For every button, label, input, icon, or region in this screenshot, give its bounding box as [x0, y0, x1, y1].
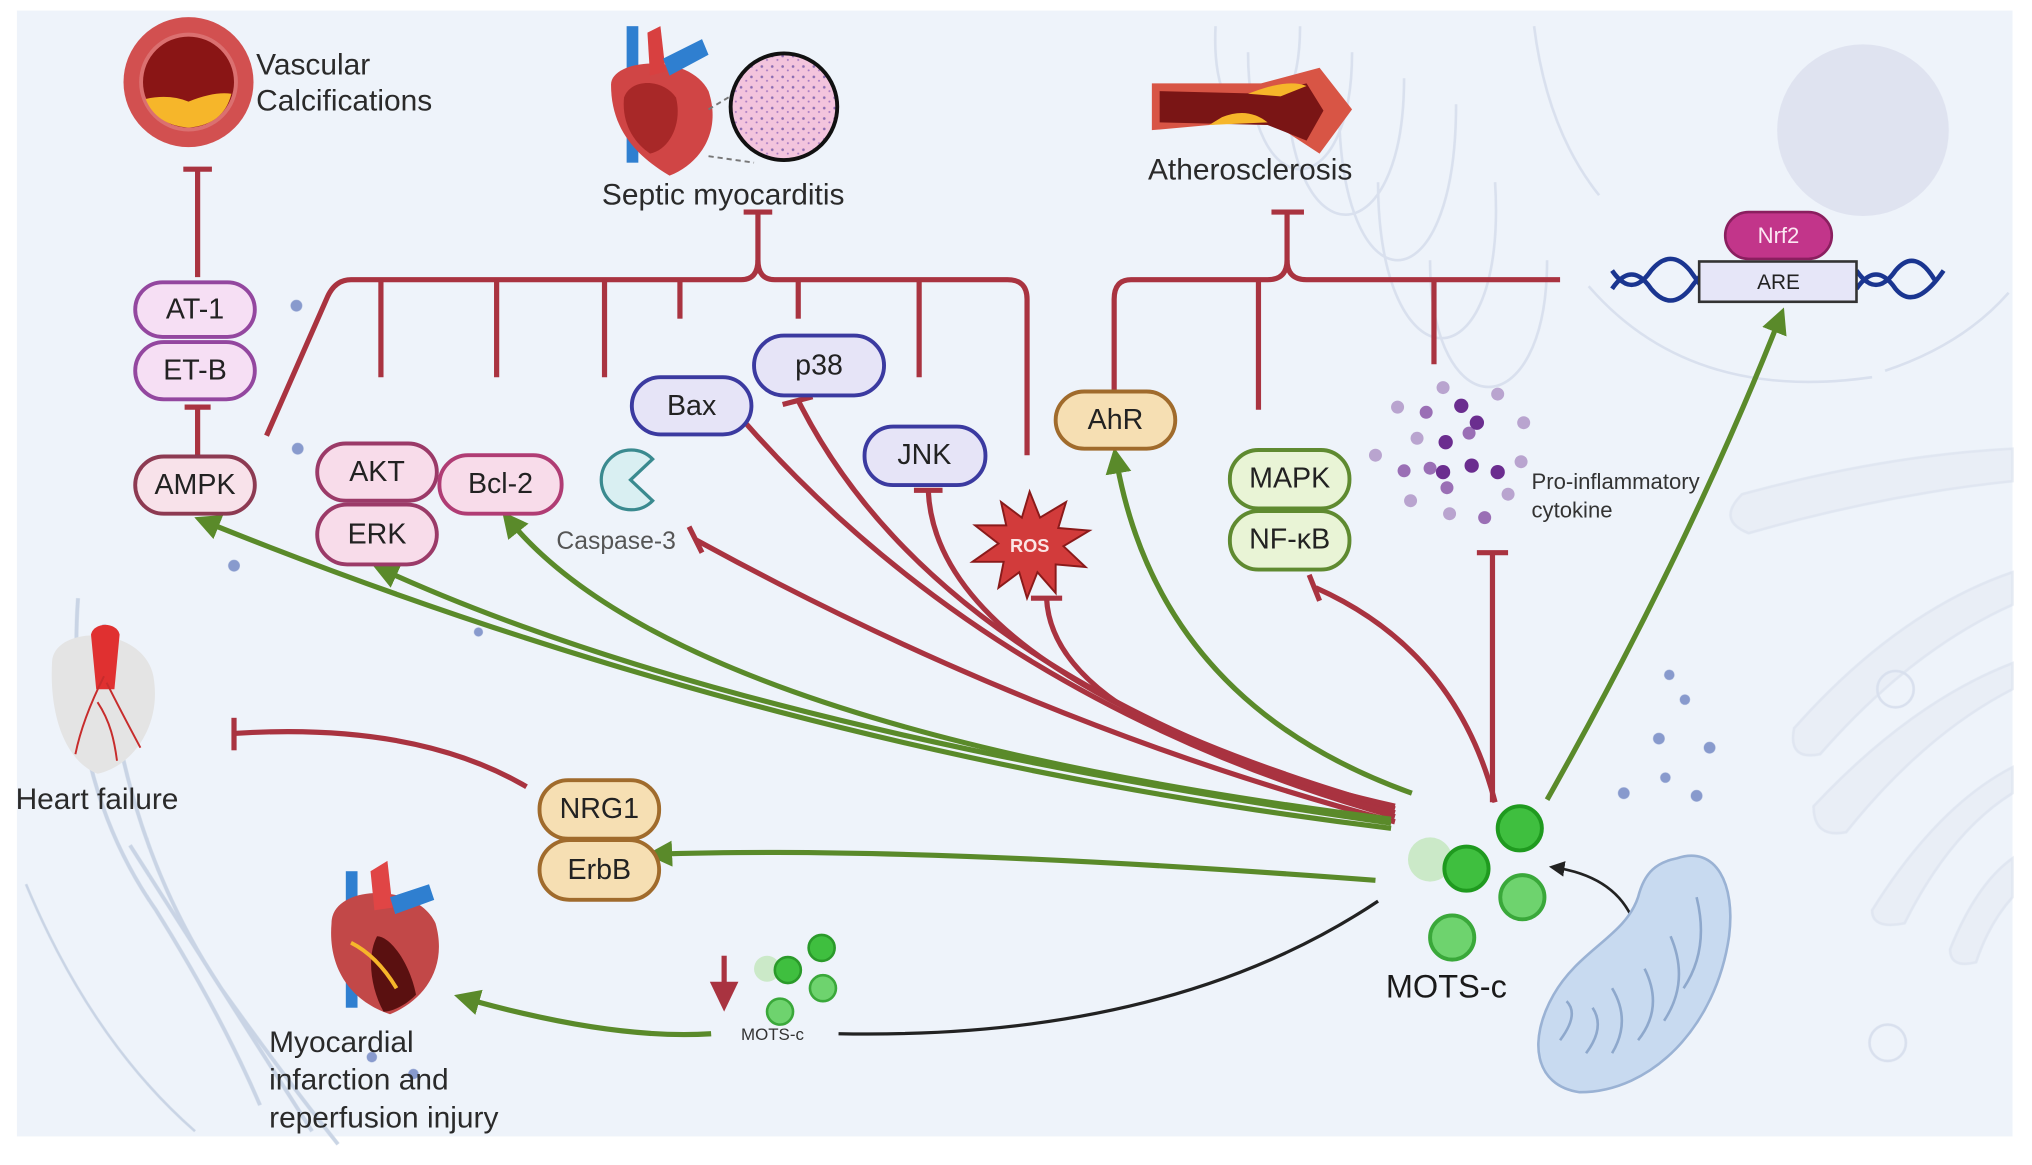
svg-text:Bcl-2: Bcl-2 — [468, 468, 533, 500]
svg-text:NF-κB: NF-κB — [1249, 524, 1330, 556]
down-arrow-head-icon — [709, 981, 739, 1012]
node-bcl2[interactable]: Bcl-2 — [437, 453, 564, 516]
node-bax[interactable]: Bax — [629, 375, 754, 437]
svg-text:AKT: AKT — [349, 456, 405, 488]
inhibition-at1-vascular — [183, 166, 212, 278]
svg-text:ROS: ROS — [1010, 536, 1049, 556]
node-at1[interactable]: AT-1 — [133, 280, 257, 339]
histology-zoom-icon — [728, 51, 840, 163]
node-nrf2[interactable]: Nrf2 — [1723, 210, 1834, 261]
mots-c-label: MOTS-c — [1386, 968, 1507, 1004]
svg-text:ErbB: ErbB — [568, 854, 632, 886]
svg-text:MOTS-c: MOTS-c — [741, 1025, 804, 1044]
atherosclerosis-vessel-icon — [1151, 67, 1353, 154]
inhibition-ampk-etb — [184, 404, 211, 456]
septic-myocarditis-label: Septic myocarditis — [602, 178, 845, 211]
svg-text:AhR: AhR — [1088, 404, 1144, 436]
mots-c-activation-arrows — [194, 307, 1787, 1038]
node-akt[interactable]: AKT — [315, 441, 439, 503]
ros-starburst-icon — [969, 488, 1093, 602]
cytokine-label: Pro-inflammatory cytokine — [1531, 469, 1705, 523]
inhibition-athero-bracket — [1111, 209, 1561, 410]
atherosclerosis-label: Atherosclerosis — [1148, 154, 1352, 187]
vascular-calcifications-label: Vascular Calcifications — [256, 48, 432, 117]
nucleus-icon — [1777, 44, 1949, 216]
svg-text:Bax: Bax — [667, 390, 716, 422]
inhibition-septic-bracket — [264, 209, 1030, 456]
svg-text:JNK: JNK — [897, 439, 951, 471]
node-p38[interactable]: p38 — [752, 333, 886, 398]
node-mapk[interactable]: MAPK — [1227, 448, 1352, 511]
cytokine-cluster-icon — [1368, 381, 1531, 525]
mi-heart-icon — [331, 860, 439, 1015]
heart-failure-icon — [51, 624, 155, 774]
heart-failure-label: Heart failure — [16, 783, 179, 816]
svg-text:ET-B: ET-B — [163, 355, 227, 387]
svg-text:AT-1: AT-1 — [166, 294, 224, 326]
svg-text:MAPK: MAPK — [1249, 463, 1330, 495]
inhibition-nrg1-heart-failure — [231, 717, 528, 789]
septic-heart-icon — [611, 26, 713, 176]
node-etb[interactable]: ET-B — [133, 340, 257, 402]
svg-text:Nrf2: Nrf2 — [1758, 223, 1800, 248]
svg-text:AMPK: AMPK — [154, 469, 235, 501]
node-caspase3[interactable]: Caspase-3 — [556, 448, 676, 555]
mots-c-link-line — [838, 899, 1379, 1036]
svg-text:p38: p38 — [795, 349, 843, 381]
node-ros[interactable]: ROS — [969, 488, 1093, 602]
mots-c-inhibition-arrows — [686, 394, 1509, 825]
mitochondrion-icon — [1537, 854, 1732, 1094]
node-erk[interactable]: ERK — [315, 502, 439, 567]
caspase3-pacman-icon — [599, 448, 655, 512]
mots-c-peptide-cluster[interactable] — [1407, 804, 1547, 962]
svg-text:Caspase-3: Caspase-3 — [556, 528, 675, 555]
node-jnk[interactable]: JNK — [862, 424, 988, 488]
node-ahr[interactable]: AhR — [1053, 389, 1178, 451]
svg-text:ERK: ERK — [348, 518, 407, 550]
node-nrg1[interactable]: NRG1 — [537, 778, 662, 841]
histology-connector — [708, 92, 755, 164]
svg-text:NRG1: NRG1 — [560, 793, 639, 825]
node-erbb[interactable]: ErbB — [537, 838, 662, 902]
node-are[interactable]: ARE — [1697, 260, 1858, 304]
myocardial-infarction-label: Myocardial infarction and reperfusion in… — [269, 1026, 498, 1134]
background-cell-illustration — [24, 26, 2014, 1146]
dna-helix-icon — [1610, 256, 1946, 303]
node-nfkb[interactable]: NF-κB — [1227, 509, 1352, 572]
vascular-calcification-icon — [123, 17, 254, 148]
svg-text:ARE: ARE — [1757, 271, 1800, 294]
decreased-mots-c-group[interactable]: MOTS-c — [709, 933, 838, 1044]
node-ampk[interactable]: AMPK — [133, 454, 257, 516]
